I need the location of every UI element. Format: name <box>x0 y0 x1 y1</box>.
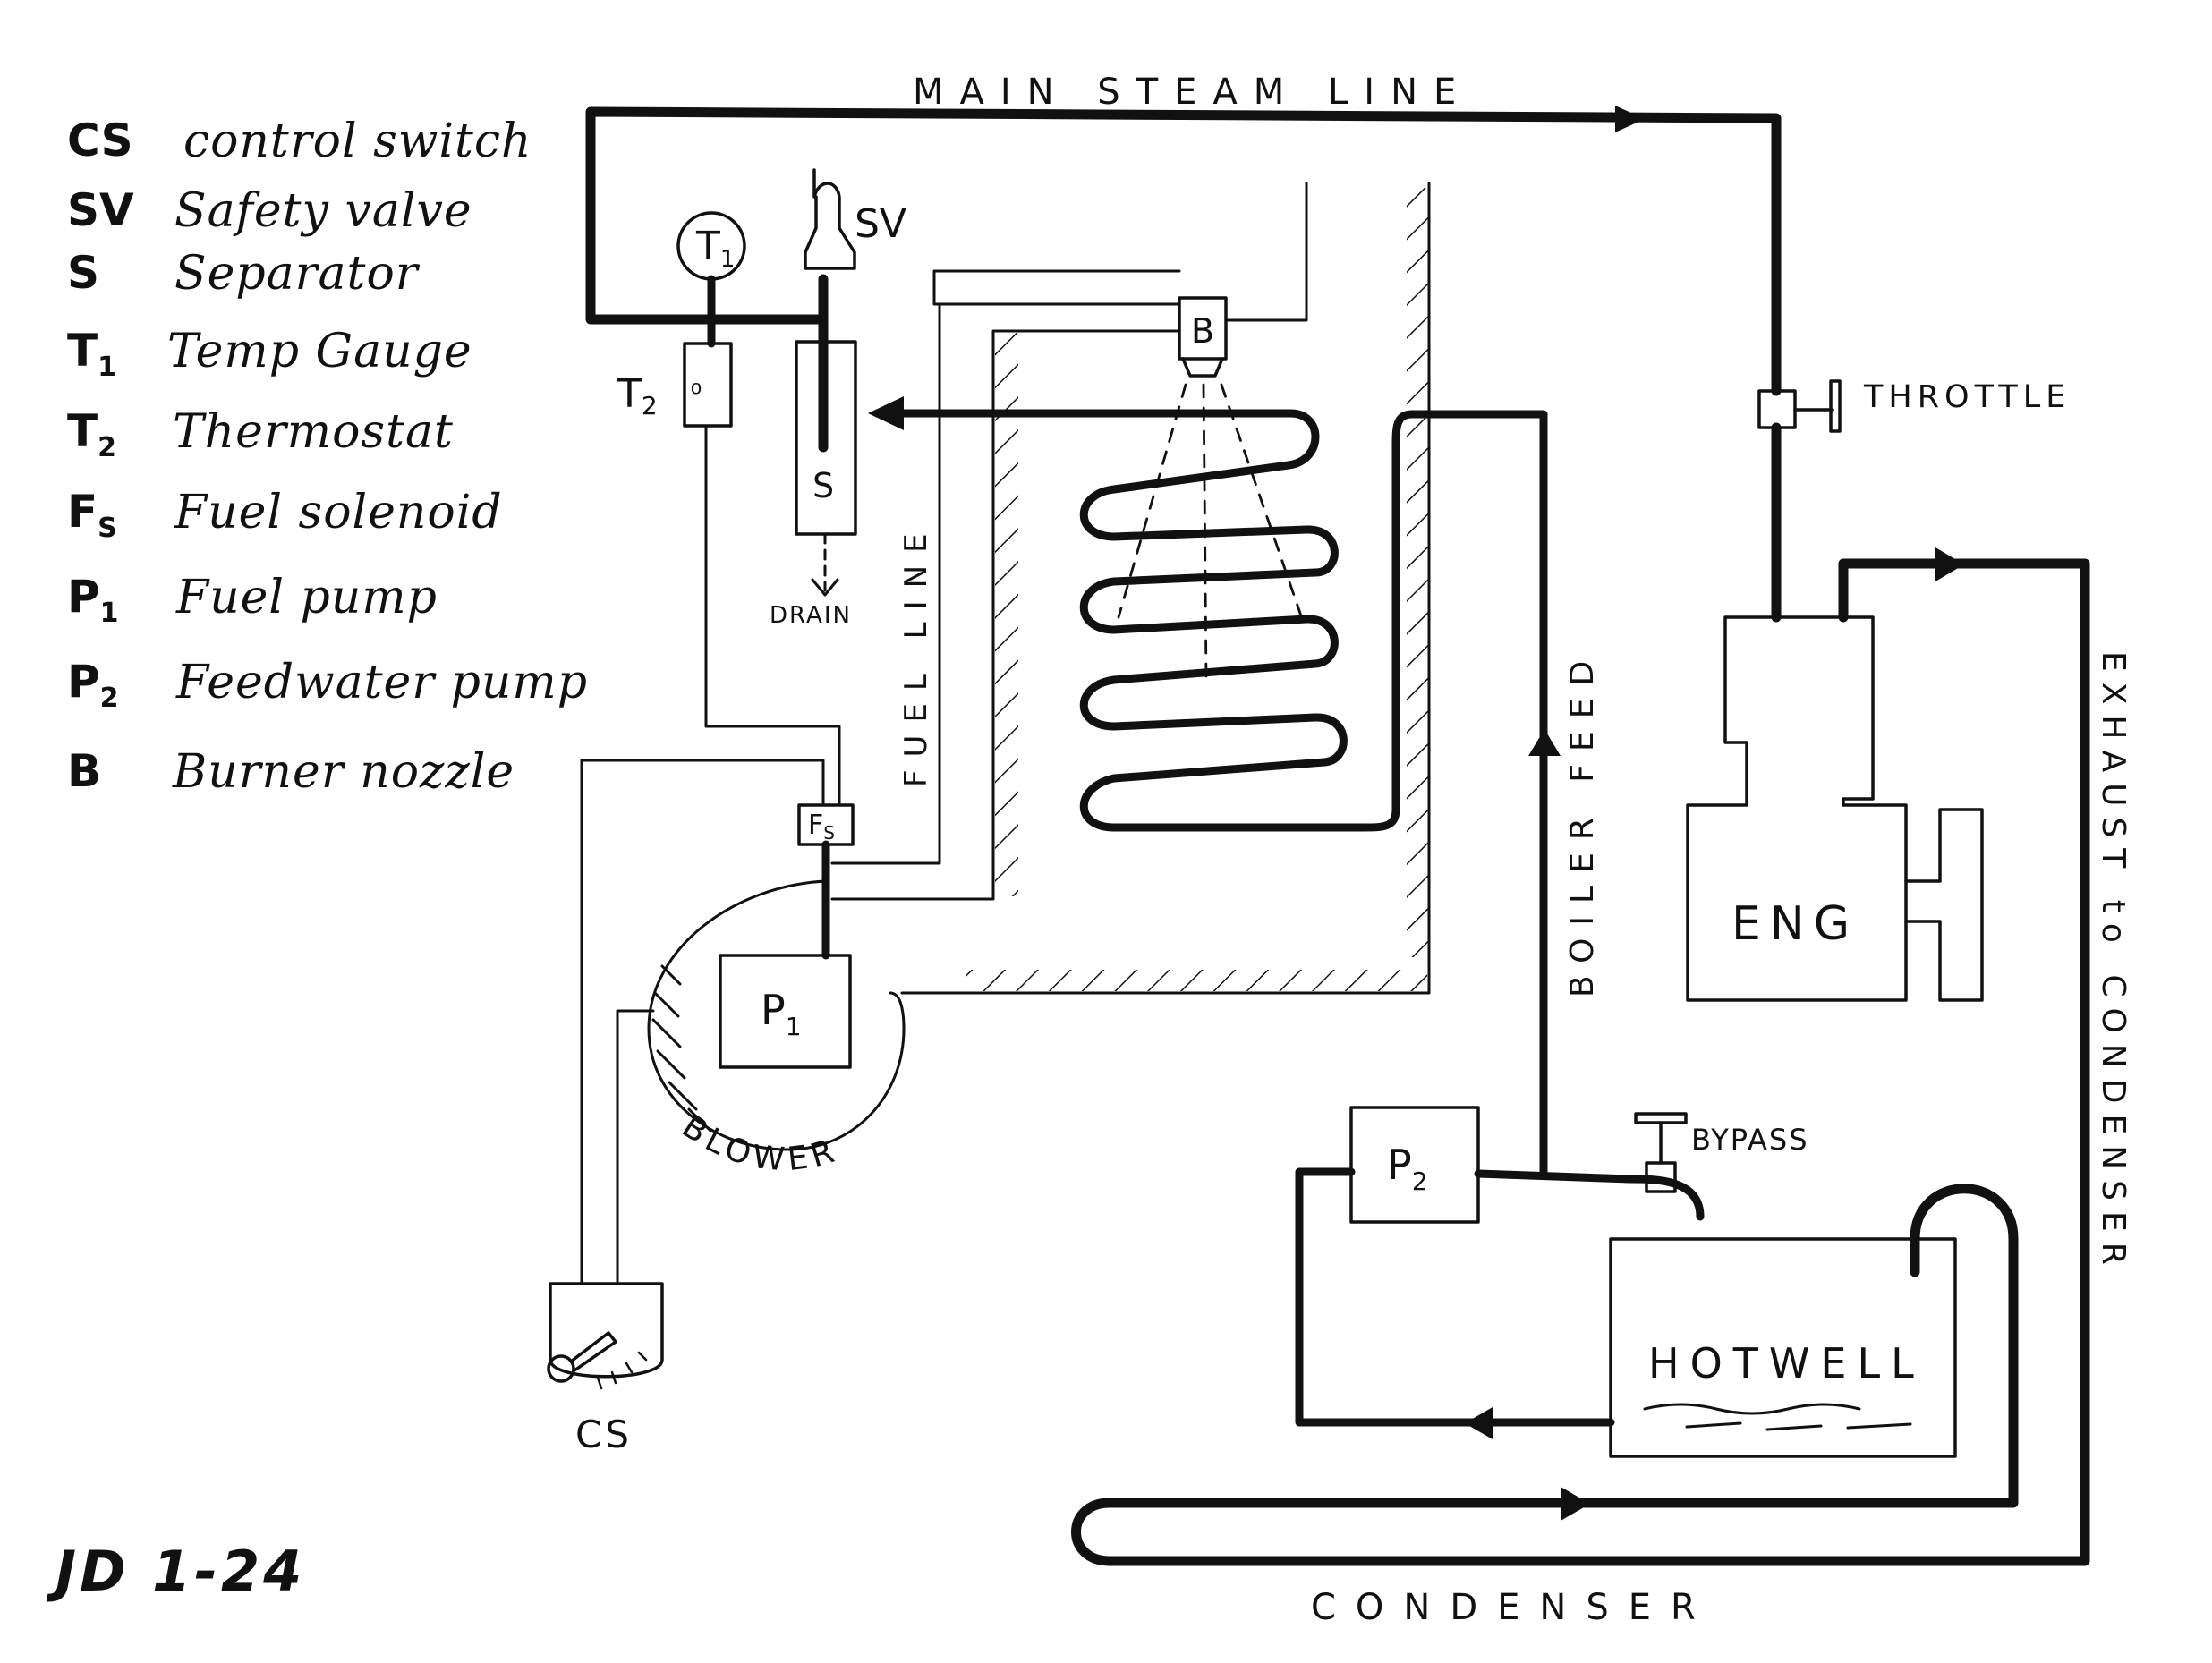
legend-description: Fuel pump <box>176 571 438 624</box>
boiler-feed-line <box>1110 410 1548 1178</box>
feedwater-pump-p2 <box>1349 1106 1480 1224</box>
burner-label: B <box>1191 311 1214 351</box>
fuel-line-label: FUEL LINE <box>898 521 934 787</box>
legend-code: FS <box>67 486 117 544</box>
legend-description: Separator <box>174 247 419 301</box>
burner-nozzle <box>1178 296 1228 361</box>
boiler-feed-label: BOILER FEED <box>1564 649 1601 997</box>
hotwell-water-line <box>1643 1403 1861 1415</box>
legend-description: Feedwater pump <box>176 656 589 709</box>
legend-code: CS <box>67 115 133 166</box>
legend-code: T2 <box>67 405 116 463</box>
blower-hatch <box>651 964 712 1133</box>
legend-description: Thermostat <box>173 405 454 459</box>
legend-description: Fuel solenoid <box>174 486 503 539</box>
legend-code: SV <box>67 184 134 236</box>
steam-flow-arrow <box>1615 106 1645 132</box>
sv-label: SV <box>855 201 906 247</box>
legend-code: S <box>67 247 100 299</box>
exhaust-flow-arrow <box>1936 547 1964 581</box>
firebox-wall-outer <box>932 182 1308 322</box>
t2-label: T2 <box>617 371 658 420</box>
drain-arrow-head <box>811 578 839 597</box>
hotwell-water-line <box>1685 1421 1912 1431</box>
firebox-wall-right <box>900 182 1431 995</box>
legend-code: B <box>67 745 102 797</box>
thermostat-face: ͦ <box>691 382 702 395</box>
legend-code: P1 <box>67 571 119 629</box>
fuel-line <box>830 302 941 865</box>
boiler-coil <box>872 409 1348 832</box>
p2-label: P2 <box>1387 1141 1428 1196</box>
steam-to-separator-arrow <box>868 396 904 430</box>
condenser-inlet-hook <box>1910 1184 2019 1277</box>
thermostat-wire-2 <box>580 759 825 807</box>
hotwell-tank <box>1609 1237 1957 1458</box>
bypass-handle[interactable] <box>1634 1112 1688 1124</box>
drawing-id: JD 1-24 <box>55 1539 306 1604</box>
exhaust-line <box>1071 558 2090 1566</box>
thermostat-wire <box>704 424 841 807</box>
bypass-label: BYPASS <box>1691 1123 1809 1157</box>
legend-description: Temp Gauge <box>167 325 472 378</box>
p1-label: P1 <box>761 986 802 1041</box>
control-switch-lever[interactable] <box>569 1331 617 1372</box>
legend-code: T1 <box>67 325 116 383</box>
control-switch-pivot <box>547 1354 575 1383</box>
engine-exhaust-stub <box>1904 808 1984 1002</box>
cs-wire-2 <box>616 1009 655 1285</box>
engine-body <box>1686 615 1908 1002</box>
fs-label: FS <box>808 810 835 844</box>
legend-description: control switch <box>183 115 532 168</box>
safety-valve[interactable] <box>804 168 856 270</box>
control-switch-ticks <box>596 1351 648 1390</box>
firebox-hatch-left <box>995 333 1018 896</box>
blower-label: BLOWER <box>676 1108 844 1179</box>
thermostat-t2 <box>683 342 733 428</box>
hotwell-label: HOTWELL <box>1648 1339 1925 1387</box>
blower-housing <box>647 879 906 1151</box>
burner-spray <box>1117 383 1306 682</box>
fuel-pump-p1 <box>719 954 852 1069</box>
control-switch[interactable] <box>549 1282 664 1379</box>
boiler-feed-arrow <box>1528 729 1561 756</box>
condenser-flow-arrow <box>1561 1487 1590 1521</box>
throttle-label: THROTTLE <box>1863 379 2071 415</box>
main-steam-line-label: MAIN STEAM LINE <box>913 72 1472 113</box>
firebox-hatch-bottom <box>966 970 1427 991</box>
legend-description: Burner nozzle <box>173 745 515 799</box>
cs-label: CS <box>575 1413 633 1456</box>
firebox-wall-inner <box>830 329 1181 901</box>
legend-description: Safety valve <box>174 184 472 238</box>
throttle-valve[interactable] <box>1757 389 1797 429</box>
firebox-hatch-right <box>1407 188 1428 957</box>
drain-label: DRAIN <box>770 602 852 629</box>
t1-label: T1 <box>695 224 735 273</box>
hotwell-to-pump-line <box>1295 1167 1615 1427</box>
throttle-handle[interactable] <box>1829 379 1842 433</box>
legend-code: P2 <box>67 656 119 714</box>
main-steam-line <box>585 106 1782 396</box>
separator-label: S <box>812 466 834 505</box>
burner-tip <box>1181 357 1224 378</box>
engine-label: ENG <box>1731 897 1859 951</box>
condenser-label: CONDENSER <box>1311 1587 1715 1628</box>
pump-to-bypass-line <box>1474 1169 1705 1221</box>
exhaust-to-condenser-label: EXHAUST to CONDENSER <box>2095 651 2131 1276</box>
feedwater-flow-arrow <box>1465 1407 1493 1439</box>
